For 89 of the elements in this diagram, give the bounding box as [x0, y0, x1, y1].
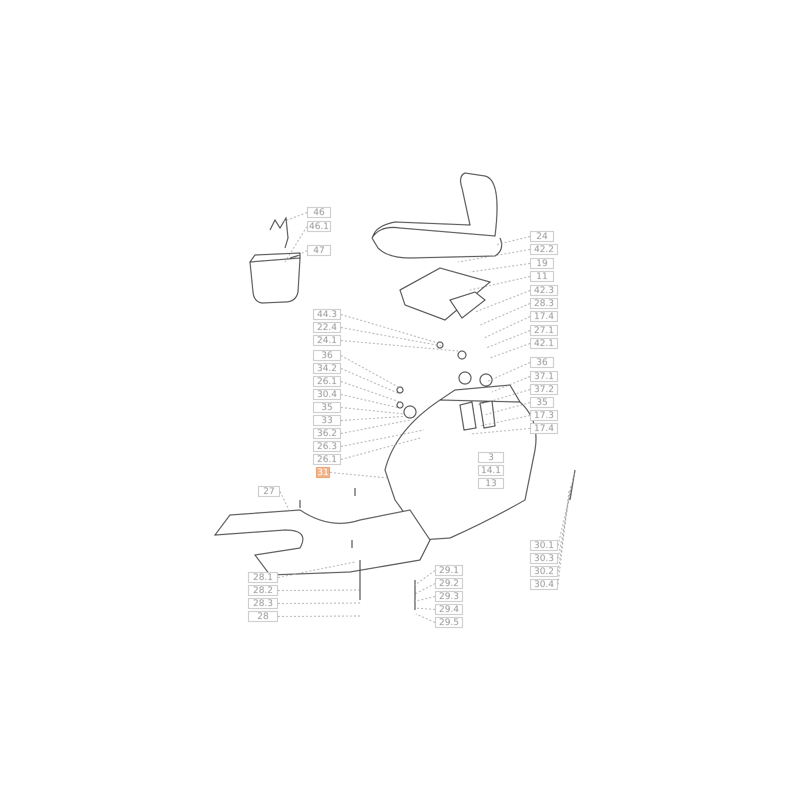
leader-line [470, 428, 530, 434]
callout-number: 36.2 [313, 428, 341, 439]
leader-line [340, 407, 404, 414]
leader-line [484, 402, 530, 416]
leader-line [486, 330, 530, 348]
leader-line [340, 394, 400, 408]
callout-number: 28.1 [248, 572, 278, 583]
leader-line [340, 314, 438, 344]
callout-number: 26.3 [313, 441, 341, 452]
leader-line [484, 316, 530, 338]
callout-number: 14.1 [478, 465, 504, 476]
callout-number: 34.2 [313, 363, 341, 374]
callout-number: 44.3 [313, 309, 341, 320]
callout-number: 42.3 [530, 285, 558, 296]
leader-line [278, 616, 360, 617]
callout-number: 27.1 [530, 325, 558, 336]
callout-number: 28.3 [530, 298, 558, 309]
leader-line [478, 389, 530, 406]
leader-line [278, 590, 360, 591]
callout-number: 46 [307, 207, 331, 218]
leader-line [486, 362, 530, 382]
leader-line [340, 420, 410, 434]
leader-line [278, 562, 356, 578]
callout-number: 29.4 [435, 604, 463, 615]
leader-line [284, 226, 308, 262]
callout-number: 37.1 [530, 371, 558, 382]
leader-line [470, 276, 530, 290]
callout-number: 37.2 [530, 384, 558, 395]
leader-line [340, 340, 458, 352]
leader-line [330, 472, 388, 478]
leader-line [340, 438, 420, 460]
callout-number: 26.1 [313, 454, 341, 465]
callout-number: 30.3 [530, 553, 558, 564]
callout-number: 26.1 [313, 376, 341, 387]
callout-number: 33 [313, 415, 341, 426]
callout-number: 29.5 [435, 617, 463, 628]
leader-line [278, 602, 360, 604]
callout-number: 30.1 [530, 540, 558, 551]
leader-line [412, 596, 436, 602]
leader-line [458, 249, 530, 262]
callout-number: 27 [258, 486, 280, 497]
callout-number: 19 [530, 258, 554, 269]
callout-number: 31 [316, 467, 330, 478]
callout-number: 3 [478, 452, 504, 463]
leader-line [490, 343, 530, 358]
leader-line [480, 415, 530, 426]
leader-line [416, 614, 436, 623]
leader-line [414, 583, 436, 594]
callout-number: 17.4 [530, 311, 558, 322]
leader-line [340, 368, 400, 394]
callout-number: 29.2 [435, 578, 463, 589]
leader-line [294, 250, 308, 258]
leader-line [494, 236, 530, 246]
callout-number: 30.4 [313, 389, 341, 400]
callout-number: 13 [478, 478, 504, 489]
leader-line [340, 355, 400, 388]
callout-number: 42.2 [530, 244, 558, 255]
callout-number: 17.3 [530, 410, 558, 421]
callout-number: 30.2 [530, 566, 558, 577]
leader-line [282, 212, 308, 222]
leader-line [280, 491, 290, 512]
callout-number: 24.1 [313, 335, 341, 346]
callout-number: 28.3 [248, 598, 278, 609]
leader-line [414, 608, 436, 610]
leader-line [470, 263, 530, 272]
leader-line [492, 376, 530, 392]
leader-line [340, 416, 410, 421]
callout-number: 47 [307, 245, 331, 256]
leader-line [474, 290, 530, 312]
callout-number: 22.4 [313, 322, 341, 333]
callout-number: 35 [313, 402, 341, 413]
leader-line [340, 430, 424, 447]
leader-line [480, 303, 530, 326]
callout-number: 17.4 [530, 423, 558, 434]
callout-number: 29.1 [435, 565, 463, 576]
callout-number: 24 [530, 231, 554, 242]
callout-number: 36 [530, 357, 554, 368]
callout-number: 28.2 [248, 585, 278, 596]
leader-line [340, 381, 400, 402]
callout-number: 30.4 [530, 579, 558, 590]
callout-number: 29.3 [435, 591, 463, 602]
leader-line [340, 327, 442, 346]
leader-line [414, 570, 436, 586]
callout-number: 11 [530, 271, 554, 282]
callout-number: 46.1 [307, 221, 331, 232]
callout-number: 36 [313, 350, 341, 361]
callout-number: 28 [248, 611, 278, 622]
callout-number: 42.1 [530, 338, 558, 349]
callout-number: 35 [530, 397, 554, 408]
